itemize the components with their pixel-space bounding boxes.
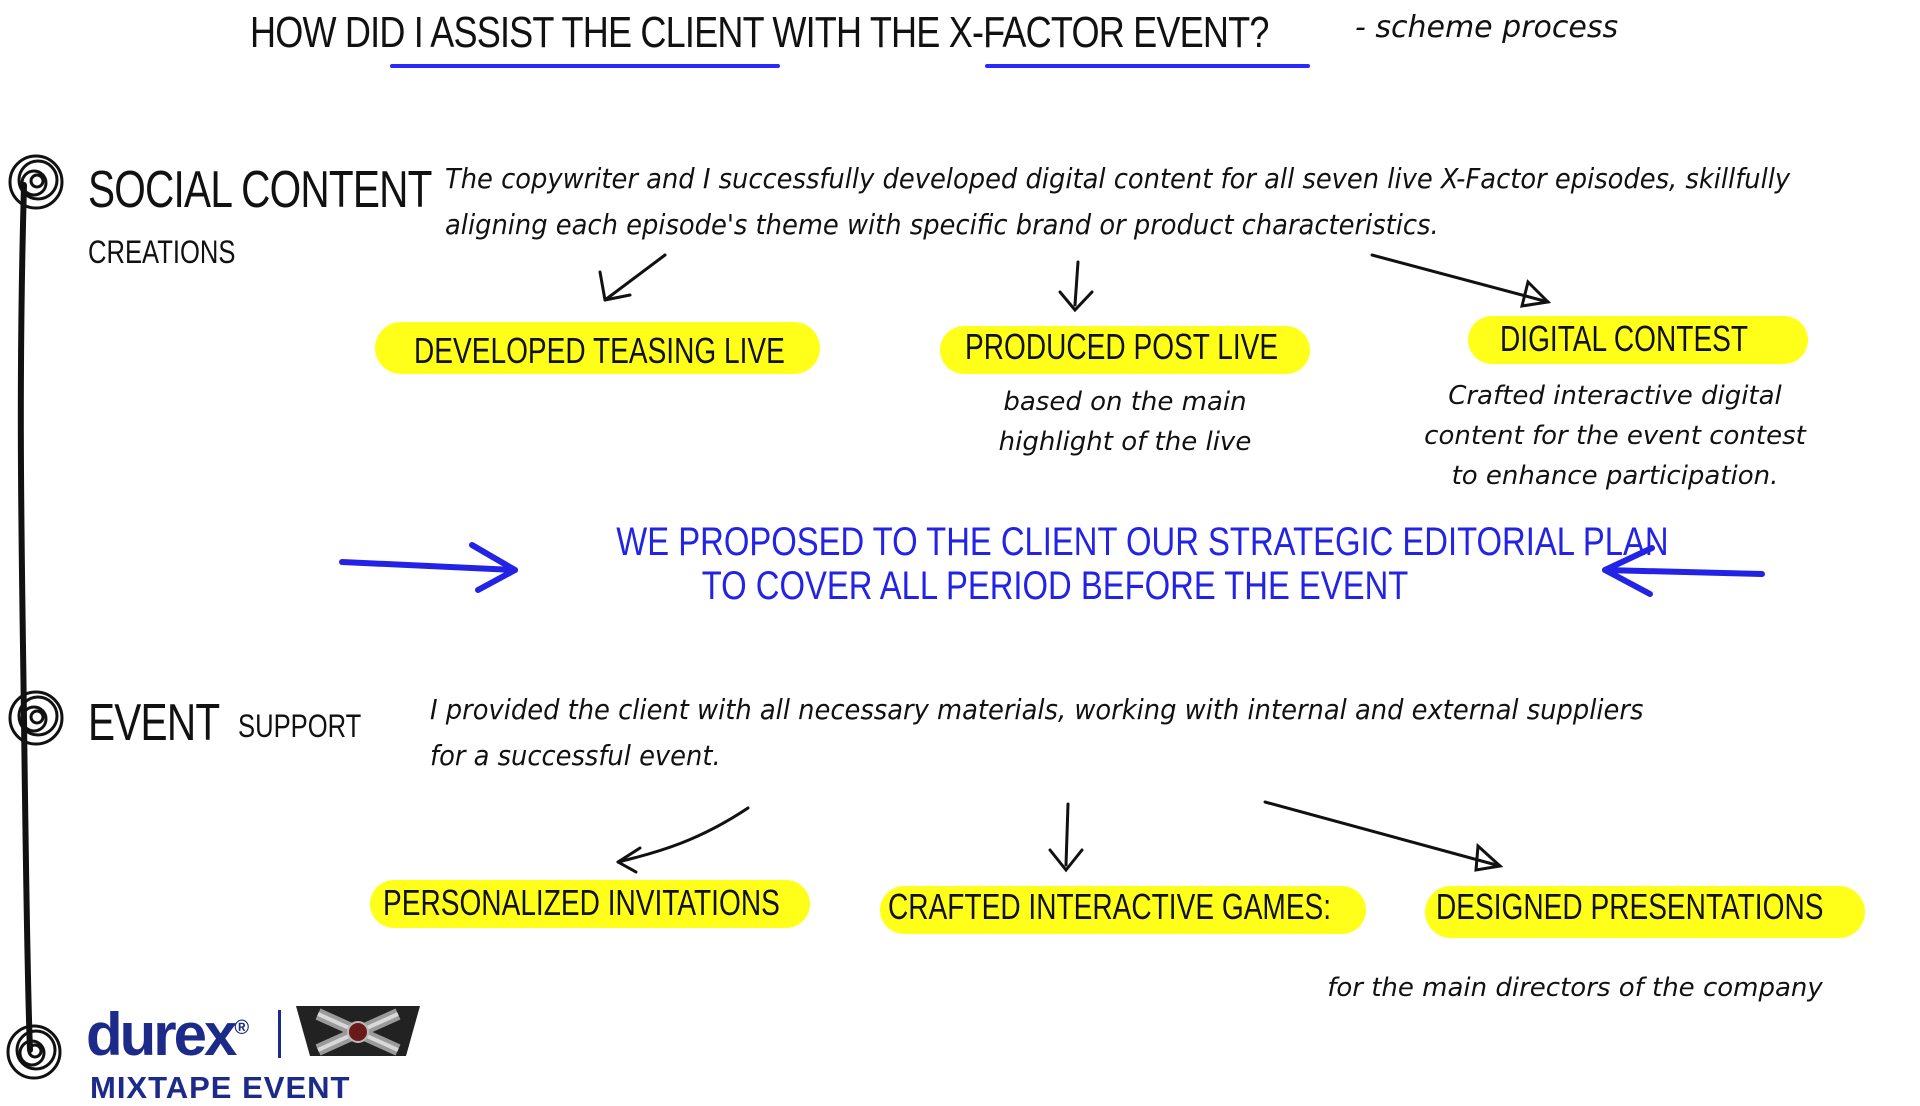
durex-wordmark: durex <box>86 1001 237 1068</box>
page-subtitle: - scheme process <box>1355 10 1619 45</box>
title-underline-event <box>985 64 1310 68</box>
highlight-games <box>880 886 1366 934</box>
note-line: highlight of the live <box>998 427 1252 457</box>
blue-arrow-left <box>339 542 518 593</box>
timeline-node-logo <box>6 1024 62 1080</box>
social-description-line: The copywriter and I successfully develo… <box>445 162 1791 195</box>
arrow-to-invitations <box>616 806 750 874</box>
highlight-post-live <box>940 326 1310 374</box>
mixtape-event-label: MIXTAPE EVENT <box>90 1070 351 1105</box>
event-description-line: I provided the client with all necessary… <box>430 693 1644 726</box>
proposal-line: WE PROPOSED TO THE CLIENT OUR STRATEGIC … <box>616 520 1669 564</box>
proposal-statement: WE PROPOSED TO THE CLIENT OUR STRATEGIC … <box>616 520 1669 608</box>
title-part: ? <box>1249 8 1269 57</box>
section-subheading-event: SUPPORT <box>238 708 362 744</box>
title-part: HOW DID I <box>250 8 431 57</box>
highlight-invitations <box>370 880 810 928</box>
timeline-node-event <box>8 690 64 746</box>
xfactor-logo-icon <box>296 1006 420 1056</box>
item-invitations: PERSONALIZED INVITATIONS <box>383 882 780 923</box>
item-teasing-live: DEVELOPED TEASING LIVE <box>414 330 785 371</box>
arrow-to-post-live <box>1058 260 1094 313</box>
blue-arrow-right <box>1602 545 1765 597</box>
section-heading-event: EVENT <box>88 694 220 752</box>
logo-divider <box>278 1010 281 1058</box>
title-emphasis-client: ASSIST THE CLIENT <box>430 8 764 57</box>
arrow-to-games <box>1048 802 1084 873</box>
arrow-to-contest <box>1370 253 1552 308</box>
timeline-node-social <box>8 154 64 210</box>
social-description: The copywriter and I successfully develo… <box>445 156 1790 248</box>
section-subheading-social: CREATIONS <box>88 234 236 270</box>
timeline-line <box>17 182 33 1053</box>
durex-logo: durex® <box>86 1000 249 1069</box>
item-digital-contest: DIGITAL CONTEST <box>1500 318 1749 359</box>
arrow-to-teasing <box>598 253 667 302</box>
contest-note: Crafted interactive digital content for … <box>1375 376 1855 496</box>
post-live-note: based on the main highlight of the live <box>945 382 1305 462</box>
proposal-line: TO COVER ALL PERIOD BEFORE THE EVENT <box>701 564 1409 608</box>
highlight-presentations <box>1425 886 1865 938</box>
arrow-to-presentations <box>1263 800 1504 872</box>
social-description-line: aligning each episode's theme with speci… <box>445 208 1439 241</box>
item-post-live: PRODUCED POST LIVE <box>965 326 1279 367</box>
event-description: I provided the client with all necessary… <box>430 687 1643 779</box>
item-presentations: DESIGNED PRESENTATIONS <box>1436 886 1824 927</box>
note-line: to enhance participation. <box>1451 461 1779 491</box>
registered-mark: ® <box>234 1017 249 1039</box>
title-emphasis-event: X-FACTOR EVENT <box>948 8 1250 57</box>
presentations-note: for the main directors of the company <box>1327 973 1823 1003</box>
note-line: Crafted interactive digital <box>1448 381 1782 411</box>
note-line: based on the main <box>1003 387 1247 417</box>
highlight-teasing <box>375 322 820 374</box>
item-games: CRAFTED INTERACTIVE GAMES: <box>888 886 1332 927</box>
event-description-line: for a successful event. <box>430 739 721 772</box>
title-part: WITH THE <box>763 8 949 57</box>
section-heading-social: SOCIAL CONTENT <box>88 161 432 219</box>
note-line: content for the event contest <box>1424 421 1806 451</box>
page-title: HOW DID I ASSIST THE CLIENT WITH THE X-F… <box>250 8 1269 58</box>
title-underline-client <box>390 64 780 68</box>
highlight-contest <box>1468 316 1808 364</box>
